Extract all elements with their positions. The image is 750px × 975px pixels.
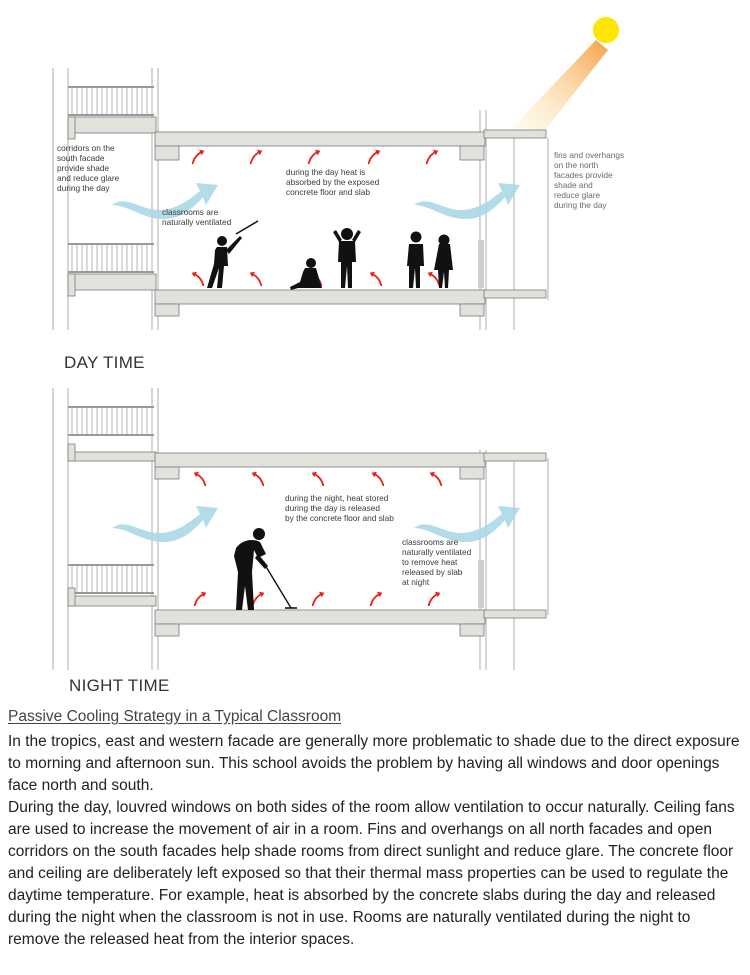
heat-arrow bbox=[248, 270, 263, 287]
cleaner-silhouette bbox=[234, 528, 297, 610]
upper-railing bbox=[67, 405, 155, 437]
north-fins-note: fins and overhangs on the north facades … bbox=[554, 150, 625, 210]
heat-arrow bbox=[369, 590, 384, 607]
concrete-slabs bbox=[67, 116, 547, 317]
heat-arrow bbox=[367, 148, 382, 165]
heat-arrow bbox=[426, 270, 441, 287]
day-diagram: corridors on the south facade provide sh… bbox=[0, 0, 750, 330]
day-section-drawing bbox=[52, 17, 619, 330]
student-sitting bbox=[290, 258, 322, 290]
student-with-pole bbox=[207, 220, 259, 288]
upper-railing bbox=[67, 85, 155, 117]
concrete-slabs bbox=[67, 443, 547, 637]
airflow-arrow-left bbox=[112, 506, 218, 542]
heat-arrow bbox=[368, 270, 383, 287]
window-louvre bbox=[478, 560, 484, 608]
heat-arrow bbox=[250, 470, 265, 487]
sun-ray bbox=[512, 40, 608, 130]
heat-release-note: during the night, heat stored during the… bbox=[285, 493, 394, 523]
sun-icon bbox=[593, 17, 619, 43]
heat-arrow bbox=[191, 148, 206, 165]
caption-paragraph-2: During the day, louvred windows on both … bbox=[8, 799, 735, 948]
heat-arrow bbox=[190, 270, 205, 287]
student-standing-girl bbox=[434, 234, 453, 288]
natural-ventilation-note: classrooms are naturally ventilated bbox=[162, 207, 232, 227]
corridor-shade-note: corridors on the south facade provide sh… bbox=[57, 143, 120, 193]
heat-arrow bbox=[307, 148, 322, 165]
caption-paragraph-1: In the tropics, east and western facade … bbox=[8, 733, 740, 794]
window-louvre bbox=[478, 240, 484, 288]
heat-arrow bbox=[310, 470, 325, 487]
students-silhouettes bbox=[207, 220, 453, 290]
caption-body: In the tropics, east and western facade … bbox=[8, 731, 744, 951]
airflow-arrow-right bbox=[414, 183, 520, 219]
heat-arrow bbox=[193, 590, 208, 607]
student-arms-up bbox=[333, 228, 361, 288]
heat-arrow bbox=[427, 590, 442, 607]
night-ventilation-note: classrooms are naturally ventilated to r… bbox=[402, 537, 472, 587]
heat-arrow bbox=[311, 590, 326, 607]
heat-arrow bbox=[370, 470, 385, 487]
lower-railing bbox=[67, 563, 155, 595]
student-standing bbox=[407, 231, 424, 288]
heat-arrow bbox=[249, 148, 264, 165]
night-diagram: during the night, heat stored during the… bbox=[0, 340, 750, 670]
heat-arrow bbox=[425, 148, 440, 165]
heat-arrow bbox=[428, 470, 443, 487]
heat-arrow bbox=[192, 470, 207, 487]
night-time-label: NIGHT TIME bbox=[69, 676, 170, 695]
heat-arrow bbox=[251, 590, 266, 607]
heat-absorption-note: during the day heat is absorbed by the e… bbox=[286, 167, 380, 197]
night-section-drawing bbox=[52, 388, 549, 670]
caption-title: Passive Cooling Strategy in a Typical Cl… bbox=[8, 708, 342, 725]
day-time-label: DAY TIME bbox=[64, 353, 145, 372]
lower-railing bbox=[67, 242, 155, 274]
